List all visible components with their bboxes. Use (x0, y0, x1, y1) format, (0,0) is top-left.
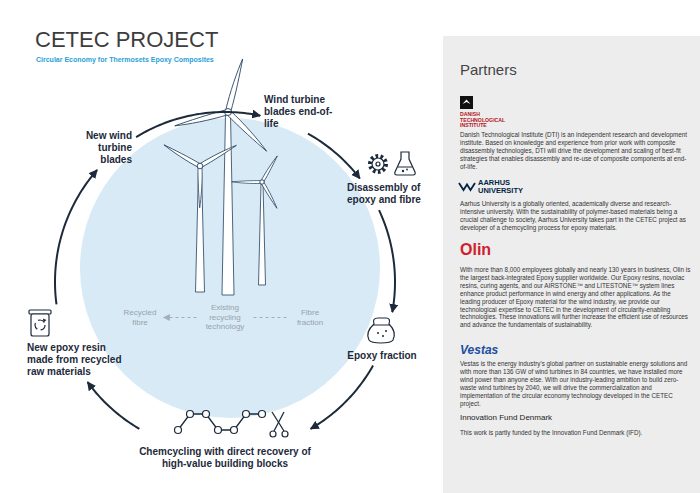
cycle-arrow (136, 112, 260, 137)
turbine-tower (222, 114, 234, 295)
turbine-tower (259, 184, 266, 285)
scissors-icon (270, 431, 276, 437)
stage-label: New wind turbine blades (70, 130, 132, 166)
turbine-hub (197, 163, 203, 169)
cycle-stage: Epoxy fraction (338, 314, 426, 364)
partner-logo: Vestas (460, 343, 540, 357)
stage-label: Epoxy fraction (340, 350, 424, 362)
recycle-icon (43, 319, 47, 323)
turbine-blade (261, 155, 279, 183)
material-stream: Recycled fibre (118, 306, 162, 329)
cycle-stage: New epoxy resin made from recycled raw m… (25, 306, 135, 380)
dti-logo (460, 96, 473, 109)
cycle-arrow (55, 170, 97, 304)
cycle-arrow (308, 134, 360, 179)
flask-icon (406, 169, 408, 171)
sack-icon (385, 330, 387, 332)
molecule-icon (203, 411, 210, 418)
turbine-blade (225, 58, 244, 113)
gear-icon (370, 156, 386, 172)
panel-heading: Partners (460, 61, 660, 79)
turbine-blade (226, 110, 269, 153)
cycle-stage: New wind turbine blades (68, 128, 134, 168)
turbine-hub (260, 180, 264, 184)
sack-icon (373, 325, 390, 326)
partners-panel-ground (443, 36, 700, 493)
partner-text: Aarhus University is a globally oriented… (460, 200, 692, 232)
partner-text: With more than 8,000 employees globally … (460, 266, 692, 329)
sack-icon (377, 332, 379, 334)
molecule-icon (175, 427, 182, 434)
subtitle: Circular Economy for Thermosets Epoxy Co… (36, 55, 296, 64)
dti-logo (463, 100, 471, 105)
molecule-icon (231, 427, 238, 434)
cycle-arrow (379, 210, 395, 312)
material-stream: Fibre fraction (288, 306, 332, 329)
turbine-blade (232, 181, 262, 184)
turbine-blade (198, 166, 202, 208)
sack-icon (382, 335, 384, 337)
partner-logo: Innovation Fund Denmark (460, 413, 610, 423)
bin-icon (31, 314, 49, 336)
molecule-icon (215, 427, 222, 434)
stage-label: New epoxy resin made from recycled raw m… (27, 342, 133, 378)
stage-label: Disassembly of epoxy and fibre (347, 182, 427, 206)
stream-label: Fibre fraction (290, 308, 330, 327)
cycle-stage: Chemcycling with direct recovery of high… (125, 398, 325, 472)
gear-icon (376, 162, 380, 166)
flask-icon (395, 152, 416, 175)
stage-label: Wind turbine blades end-of-life (264, 94, 346, 130)
partner-logo: DANISH TECHNOLOGICAL INSTITUTE (460, 112, 514, 129)
flask-icon (402, 170, 404, 172)
edge-label: Existing recycling technology (198, 302, 252, 333)
molecule-icon (187, 411, 194, 418)
scissors-icon (282, 431, 288, 437)
molecule-icon (259, 411, 266, 418)
turbine-blade (163, 143, 201, 167)
turbine-blade (261, 181, 279, 209)
aarhus-logo (459, 183, 475, 190)
diagram-title: CETEC PROJECT (35, 27, 218, 53)
gear-icon (372, 158, 384, 170)
molecule-icon (243, 411, 250, 418)
cycle-stage: Disassembly of epoxy and fibre (345, 180, 429, 208)
stage-label: Chemcycling with direct recovery of high… (127, 446, 323, 470)
sack-icon (368, 318, 395, 343)
partners-panel: PartnersDANISH TECHNOLOGICAL INSTITUTE Da… (443, 36, 700, 493)
scissors-icon (272, 412, 284, 431)
partner-logo: Olin (460, 241, 520, 259)
partner-text: Vestas is the energy industry's global p… (460, 360, 692, 407)
cycle-arrow (88, 382, 140, 429)
turbine-blade (199, 143, 237, 167)
cycle-stage: Wind turbine blades end-of-life (262, 92, 348, 132)
cycle-arrow (311, 366, 373, 429)
partner-text: This work is partly funded by the Innova… (460, 429, 692, 437)
partner-text: Danish Technological Institute (DTI) is … (460, 131, 692, 171)
partner-logo: AARHUS UNIVERSITY (478, 179, 534, 195)
stream-label: Recycled fibre (120, 308, 160, 327)
flask-icon (398, 167, 412, 168)
